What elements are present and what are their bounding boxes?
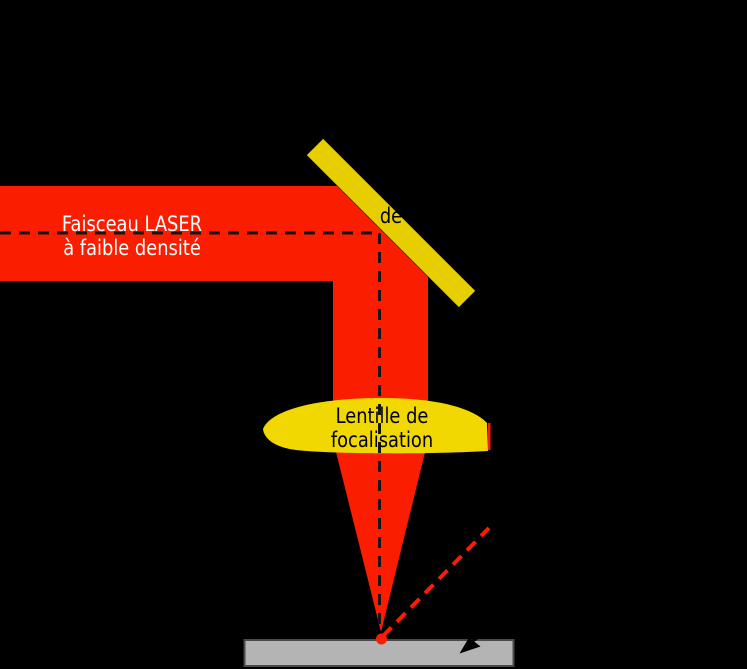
feed-arrow-head [459,637,481,654]
mirror-label: de [379,204,403,228]
ejection-dashed-line [381,526,491,638]
feed-direction-arrow [459,619,501,654]
focal-point-dot [376,633,387,645]
focusing-lens [263,398,488,454]
workpiece [243,639,515,667]
beam-label-line1: Faisceau LASER [61,212,203,236]
beam-label: Faisceau LASER à faible densité [47,212,217,260]
lens-right-edge-sliver [488,423,491,450]
lens-label: Lentille de focalisation [297,404,467,452]
lens-label-line1: Lentille de [335,404,429,428]
feed-arrow-shaft [469,619,501,645]
beam-label-line2: à faible densité [63,236,201,260]
mirror [306,138,476,308]
lens-label-line2: focalisation [330,428,434,452]
